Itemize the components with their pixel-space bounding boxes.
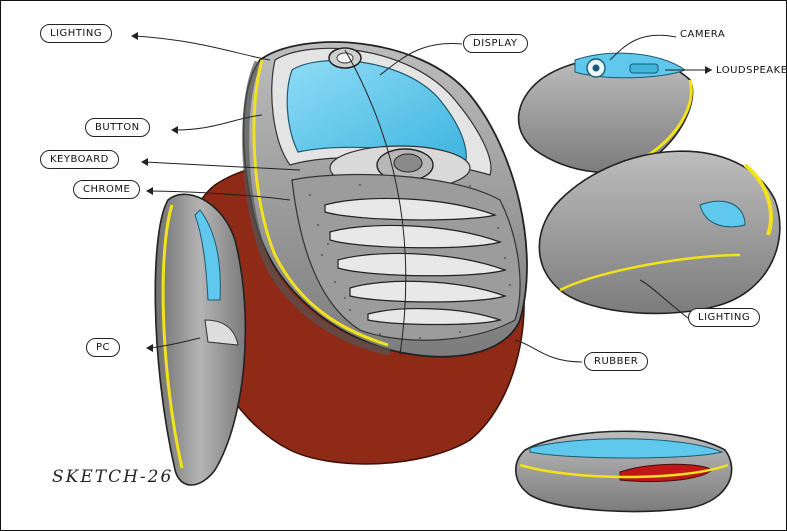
label-camera: CAMERA <box>680 29 726 40</box>
label-lighting-top: LIGHTING <box>40 24 113 43</box>
side-profile-phone <box>154 193 247 486</box>
label-keyboard: KEYBOARD <box>40 150 119 169</box>
camera-back-view <box>517 52 694 174</box>
sketch-title: SKETCH-26 <box>52 467 174 487</box>
leader-lines <box>134 34 712 363</box>
label-pc: PC <box>86 338 121 357</box>
label-lighting-right: LIGHTING <box>688 308 761 327</box>
label-display: DISPLAY <box>463 34 528 53</box>
arrowheads <box>131 32 712 352</box>
label-chrome: CHROME <box>73 180 141 199</box>
speckle-texture <box>309 184 511 339</box>
main-phone <box>242 41 528 358</box>
label-button: BUTTON <box>85 118 150 137</box>
label-loudspeaker: LOUDSPEAKER <box>716 65 787 76</box>
bottom-view <box>515 430 733 513</box>
side-view-large <box>538 150 781 315</box>
label-rubber: RUBBER <box>584 352 649 371</box>
